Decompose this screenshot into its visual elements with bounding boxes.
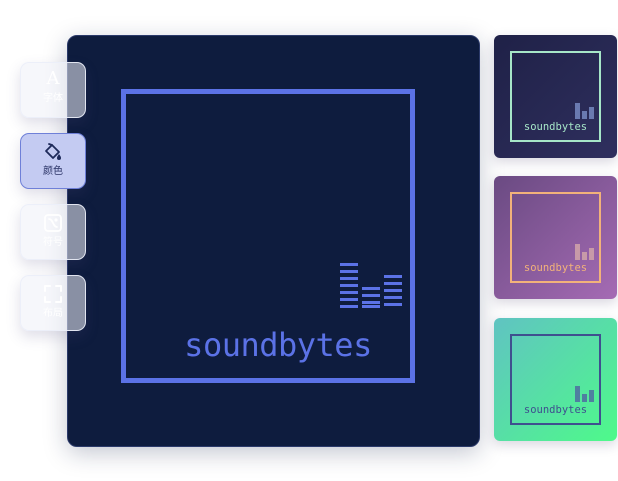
tool-color-label: 颜色 xyxy=(43,166,63,177)
style-preview-green[interactable]: soundbytes xyxy=(494,318,617,441)
tool-font[interactable]: A 字体 xyxy=(20,62,86,118)
preview-wordmark: soundbytes xyxy=(523,121,588,133)
preview-frame: soundbytes xyxy=(510,334,601,425)
symbol-icon xyxy=(44,214,62,232)
logo-canvas[interactable]: soundbytes xyxy=(67,35,480,447)
equalizer-bars-icon xyxy=(575,244,594,260)
logo-wordmark: soundbytes xyxy=(184,326,372,364)
logo-frame: soundbytes xyxy=(121,89,415,383)
tool-symbol[interactable]: 符号 xyxy=(20,204,86,260)
style-preview-purple[interactable]: soundbytes xyxy=(494,176,617,299)
preview-frame: soundbytes xyxy=(510,51,601,142)
style-preview-dark[interactable]: soundbytes xyxy=(494,35,617,158)
preview-frame: soundbytes xyxy=(510,192,601,283)
tool-panel: A 字体 颜色 符号 布局 xyxy=(20,62,88,346)
equalizer-bars-icon xyxy=(575,103,594,119)
tool-color[interactable]: 颜色 xyxy=(20,133,86,189)
equalizer-bars-icon xyxy=(575,386,594,402)
layout-frame-icon xyxy=(44,285,62,303)
tool-symbol-label: 符号 xyxy=(43,237,63,248)
tool-font-label: 字体 xyxy=(43,93,63,104)
preview-wordmark: soundbytes xyxy=(523,262,588,274)
equalizer-bars-icon xyxy=(340,263,402,308)
preview-wordmark: soundbytes xyxy=(523,404,588,416)
paint-bucket-icon xyxy=(45,143,61,160)
tool-layout[interactable]: 布局 xyxy=(20,275,86,331)
tool-layout-label: 布局 xyxy=(43,308,63,319)
font-icon: A xyxy=(46,68,60,89)
